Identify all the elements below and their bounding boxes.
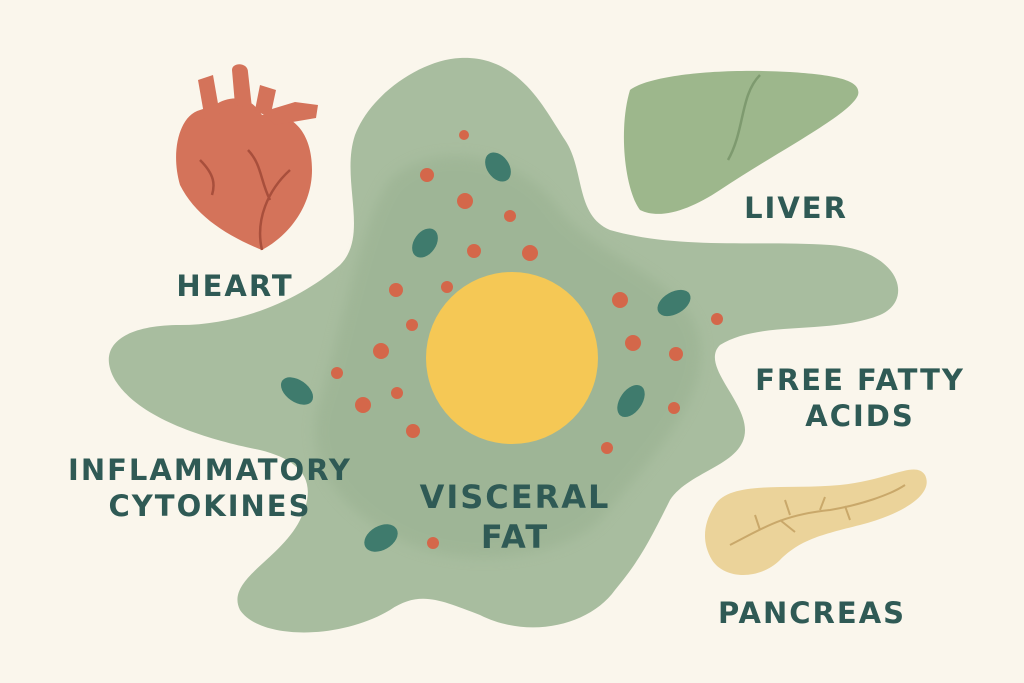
- heart-icon: [176, 64, 318, 251]
- inflammatory-cytokines-label: INFLAMMATORY CYTOKINES: [68, 452, 352, 524]
- liver-icon: [623, 70, 859, 214]
- visceral-fat-line-1: VISCERAL: [419, 478, 611, 516]
- visceral-fat-line-2: FAT: [480, 518, 550, 556]
- fat-core: [426, 272, 598, 444]
- liver-label: LIVER: [744, 191, 848, 225]
- inflammatory-cytokines-line-1: INFLAMMATORY: [68, 453, 352, 487]
- free-fatty-acids-line-2: ACIDS: [805, 399, 915, 433]
- inflammatory-cytokines-line-2: CYTOKINES: [108, 489, 312, 523]
- pancreas-icon: [704, 469, 927, 575]
- pancreas-label: PANCREAS: [717, 596, 907, 630]
- visceral-fat-label: VISCERAL FAT: [420, 477, 611, 557]
- cytokine-dots: [331, 130, 723, 549]
- free-fatty-acids-line-1: FREE FATTY: [755, 363, 965, 397]
- cells: [280, 152, 691, 552]
- heart-label: HEART: [176, 269, 294, 303]
- free-fatty-acids-label: FREE FATTY ACIDS: [755, 362, 965, 434]
